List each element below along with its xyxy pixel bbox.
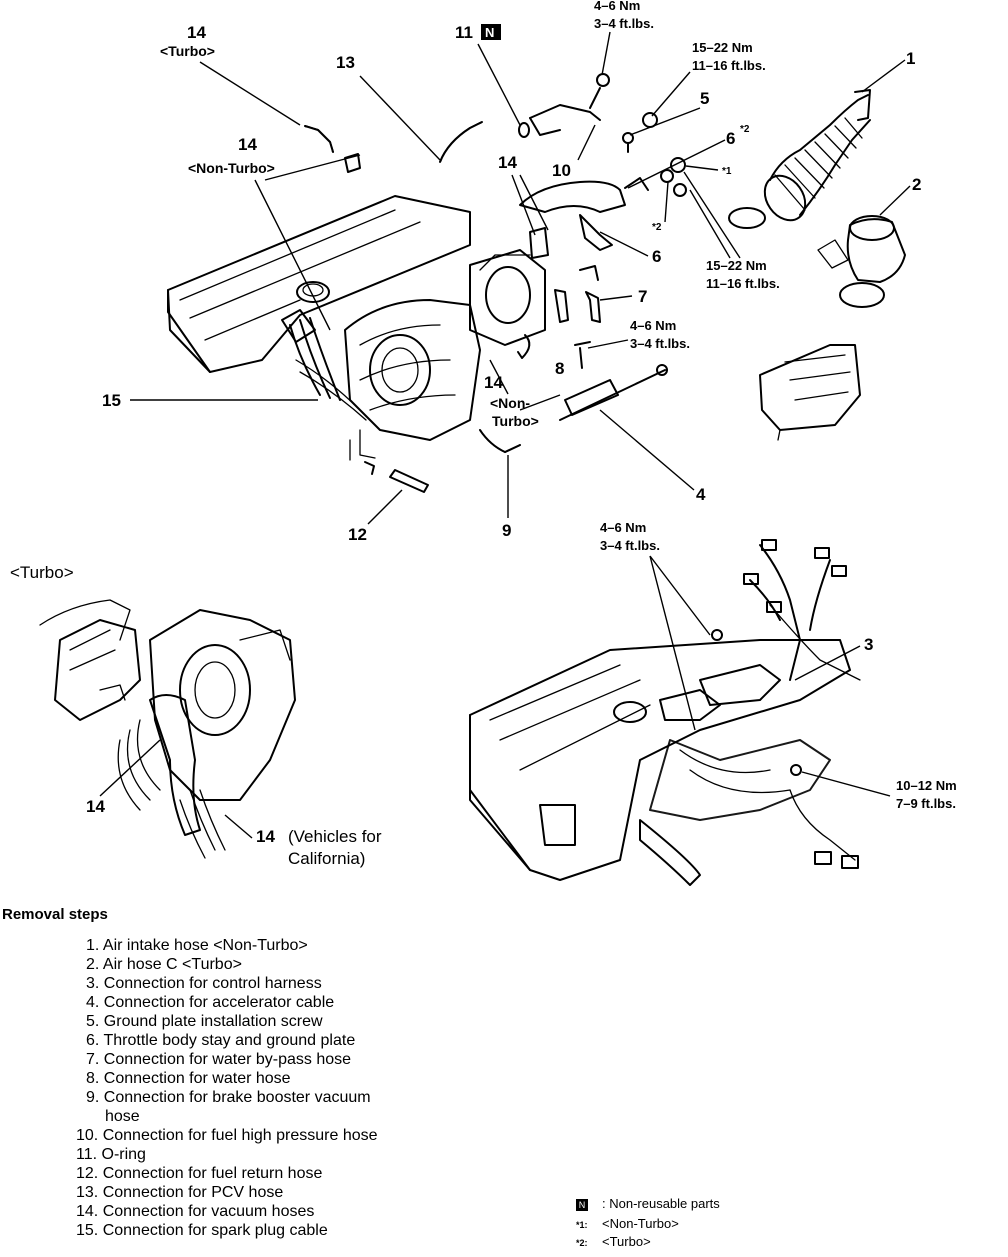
torque-lower-nm: 4–6 Nm: [600, 520, 646, 535]
main-engine-drawing: [167, 73, 906, 493]
turbo-inset: <Turbo> 14 14 (Vehicles for California): [10, 563, 382, 868]
tag-non-turbo-mid-2: Turbo>: [492, 413, 539, 429]
legend-star1-symbol: *1:: [576, 1220, 588, 1230]
torque-15a-nm: 15–22 Nm: [692, 40, 753, 55]
tag-california-2: California): [288, 849, 365, 868]
callout-14-lower: 14: [484, 373, 503, 392]
callout-6-star: *2: [740, 124, 750, 135]
torque-10-nm: 10–12 Nm: [896, 778, 957, 793]
step-item: 9. Connection for brake booster vacuum: [86, 1089, 371, 1106]
callout-4: 4: [696, 485, 706, 504]
badge-letter: N: [485, 25, 494, 40]
torque-top-ft: 3–4 ft.lbs.: [594, 16, 654, 31]
step-item: 15. Connection for spark plug cable: [76, 1222, 328, 1239]
nonreusable-legend-icon: N: [576, 1198, 588, 1211]
tag-non-turbo-mid-1: <Non-: [490, 395, 530, 411]
legend-nonreusable-text: : Non-reusable parts: [602, 1196, 720, 1211]
callout-5: 5: [700, 89, 709, 108]
torque-15a-ft: 11–16 ft.lbs.: [692, 58, 766, 73]
step-item: 12. Connection for fuel return hose: [76, 1165, 323, 1182]
section-label-turbo: <Turbo>: [10, 563, 74, 582]
star-1-marker: *1: [722, 166, 732, 177]
step-item: 13. Connection for PCV hose: [76, 1184, 284, 1201]
callout-1: 1: [906, 49, 915, 68]
callout-8: 8: [555, 359, 564, 378]
step-item: 1. Air intake hose <Non-Turbo>: [86, 937, 308, 954]
callout-6-lower: 6: [652, 247, 661, 266]
callout-14-turbo: 14: [187, 23, 206, 42]
main-callouts: 14 <Turbo> 13 14 <Non-Turbo> 11 N 4–6 Nm…: [102, 0, 921, 544]
legend-nonreusable: N : Non-reusable parts: [576, 1196, 720, 1211]
torque-15b-ft: 11–16 ft.lbs.: [706, 276, 780, 291]
step-item: 3. Connection for control harness: [86, 975, 322, 992]
star-2-marker: *2: [652, 222, 662, 233]
callout-14-mid: 14: [498, 153, 517, 172]
legend-star2: *2: <Turbo>: [576, 1234, 651, 1249]
callout-9: 9: [502, 521, 511, 540]
inset-callout-14a: 14: [86, 797, 105, 816]
torque-top-nm: 4–6 Nm: [594, 0, 640, 13]
step-item-continuation: hose: [105, 1108, 140, 1125]
legend-star2-text: <Turbo>: [602, 1234, 651, 1249]
tag-turbo-top: <Turbo>: [160, 43, 215, 59]
callout-6-upper: 6: [726, 129, 735, 148]
callout-10: 10: [552, 161, 571, 180]
step-item: 7. Connection for water by-pass hose: [86, 1051, 352, 1068]
legend-star2-symbol: *2:: [576, 1238, 588, 1248]
step-item: 2. Air hose C <Turbo>: [86, 956, 242, 973]
legend-star1-text: <Non-Turbo>: [602, 1216, 679, 1231]
legend-star1: *1: <Non-Turbo>: [576, 1216, 679, 1231]
tag-non-turbo-top: <Non-Turbo>: [188, 160, 275, 176]
step-item: 11. O-ring: [76, 1146, 146, 1163]
harness-view: 4–6 Nm 3–4 ft.lbs. 3 10–12 Nm 7–9 ft.lbs…: [469, 520, 957, 886]
step-item: 10. Connection for fuel high pressure ho…: [76, 1127, 378, 1144]
callout-14-non-turbo: 14: [238, 135, 257, 154]
torque-mid-ft: 3–4 ft.lbs.: [630, 336, 690, 351]
step-item: 14. Connection for vacuum hoses: [76, 1203, 315, 1220]
callout-7: 7: [638, 287, 647, 306]
torque-10-ft: 7–9 ft.lbs.: [896, 796, 956, 811]
removal-steps-title: Removal steps: [2, 906, 108, 923]
callout-13: 13: [336, 53, 355, 72]
torque-15b-nm: 15–22 Nm: [706, 258, 767, 273]
step-item: 4. Connection for accelerator cable: [86, 994, 335, 1011]
step-item: 5. Ground plate installation screw: [86, 1013, 323, 1030]
callout-2: 2: [912, 175, 921, 194]
inset-callout-14b: 14: [256, 827, 275, 846]
callout-12: 12: [348, 525, 367, 544]
step-item: 8. Connection for water hose: [86, 1070, 291, 1087]
callout-15: 15: [102, 391, 121, 410]
nonreusable-badge: [481, 24, 501, 40]
step-item: 6. Throttle body stay and ground plate: [86, 1032, 356, 1049]
callout-11: 11: [455, 23, 473, 42]
torque-mid-nm: 4–6 Nm: [630, 318, 676, 333]
torque-lower-ft: 3–4 ft.lbs.: [600, 538, 660, 553]
callout-3: 3: [864, 635, 873, 654]
tag-california-1: (Vehicles for: [288, 827, 382, 846]
